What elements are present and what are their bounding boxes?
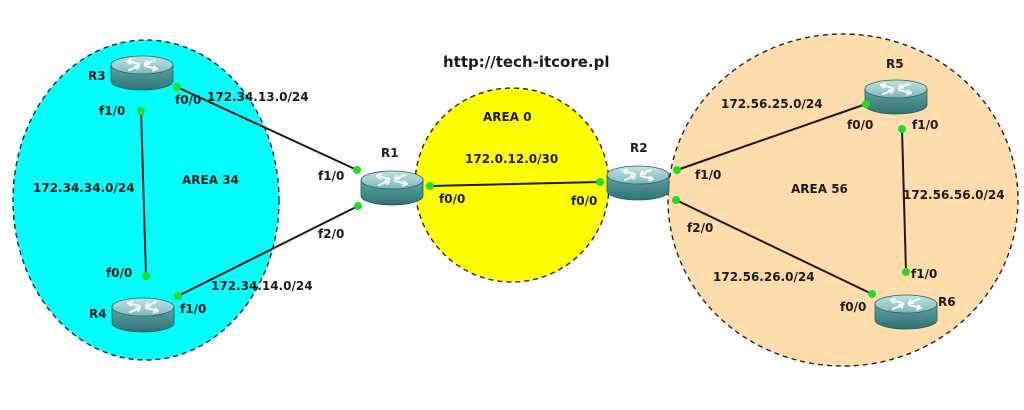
- link-r1-r2: [429, 181, 601, 187]
- interface-label: f0/0: [106, 266, 132, 280]
- router-label-r3: R3: [88, 69, 106, 83]
- router-label-r6: R6: [938, 295, 956, 309]
- interface-label: f1/0: [911, 267, 937, 281]
- interface-label: f2/0: [318, 227, 344, 241]
- interface-label: f1/0: [318, 169, 344, 183]
- subnet-label-r5-r6: 172.56.56.0/24: [903, 188, 1005, 202]
- link-r2-r5: [676, 103, 867, 171]
- subnet-label-r1-r3: 172.34.13.0/24: [207, 90, 309, 104]
- subnet-label-r1-r2: 172.0.12.0/30: [465, 152, 558, 166]
- link-r1-r4: [177, 205, 359, 297]
- port-dot: [673, 166, 681, 174]
- subnet-label-r3-r4: 172.34.34.0/24: [33, 181, 135, 195]
- port-dot: [137, 107, 145, 115]
- router-r5[interactable]: [864, 79, 928, 115]
- port-dot: [173, 83, 181, 91]
- interface-label: f0/0: [847, 118, 873, 132]
- area-0-label: AREA 0: [483, 110, 532, 124]
- subnet-label-r2-r5: 172.56.25.0/24: [721, 97, 823, 111]
- link-r1-r3: [176, 86, 358, 171]
- area-34-label: AREA 34: [182, 173, 239, 187]
- area-56-region: [667, 33, 1019, 367]
- interface-label: f0/0: [439, 192, 465, 206]
- port-dot: [868, 290, 876, 298]
- port-dot: [142, 272, 150, 280]
- link-r2-r6: [675, 199, 873, 295]
- router-r3[interactable]: [110, 55, 174, 91]
- port-dot: [898, 125, 906, 133]
- area-34-region: [12, 39, 280, 361]
- area-56-label: AREA 56: [791, 182, 848, 196]
- router-r6[interactable]: [874, 294, 938, 330]
- router-label-r2: R2: [630, 141, 648, 155]
- subnet-label-r1-r4: 172.34.14.0/24: [211, 279, 313, 293]
- port-dot: [902, 268, 910, 276]
- port-dot: [354, 202, 362, 210]
- router-r4[interactable]: [111, 297, 175, 333]
- interface-label: f1/0: [180, 302, 206, 316]
- link-r3-r4: [140, 110, 147, 277]
- port-dot: [426, 182, 434, 190]
- router-label-r4: R4: [89, 307, 107, 321]
- port-dot: [672, 196, 680, 204]
- interface-label: f1/0: [695, 168, 721, 182]
- port-dot: [862, 100, 870, 108]
- interface-label: f1/0: [99, 104, 125, 118]
- port-dot: [174, 292, 182, 300]
- router-label-r1: R1: [381, 146, 399, 160]
- interface-label: f0/0: [840, 300, 866, 314]
- interface-label: f0/0: [175, 93, 201, 107]
- subnet-label-r2-r6: 172.56.26.0/24: [713, 270, 815, 284]
- link-r5-r6: [901, 128, 907, 273]
- interface-label: f0/0: [571, 194, 597, 208]
- router-r2[interactable]: [606, 165, 670, 201]
- router-label-r5: R5: [886, 57, 904, 71]
- interface-label: f1/0: [912, 118, 938, 132]
- port-dot: [596, 178, 604, 186]
- interface-label: f2/0: [687, 221, 713, 235]
- port-dot: [353, 166, 361, 174]
- diagram-title[interactable]: http://tech-itcore.pl: [443, 53, 610, 71]
- router-r1[interactable]: [360, 170, 424, 206]
